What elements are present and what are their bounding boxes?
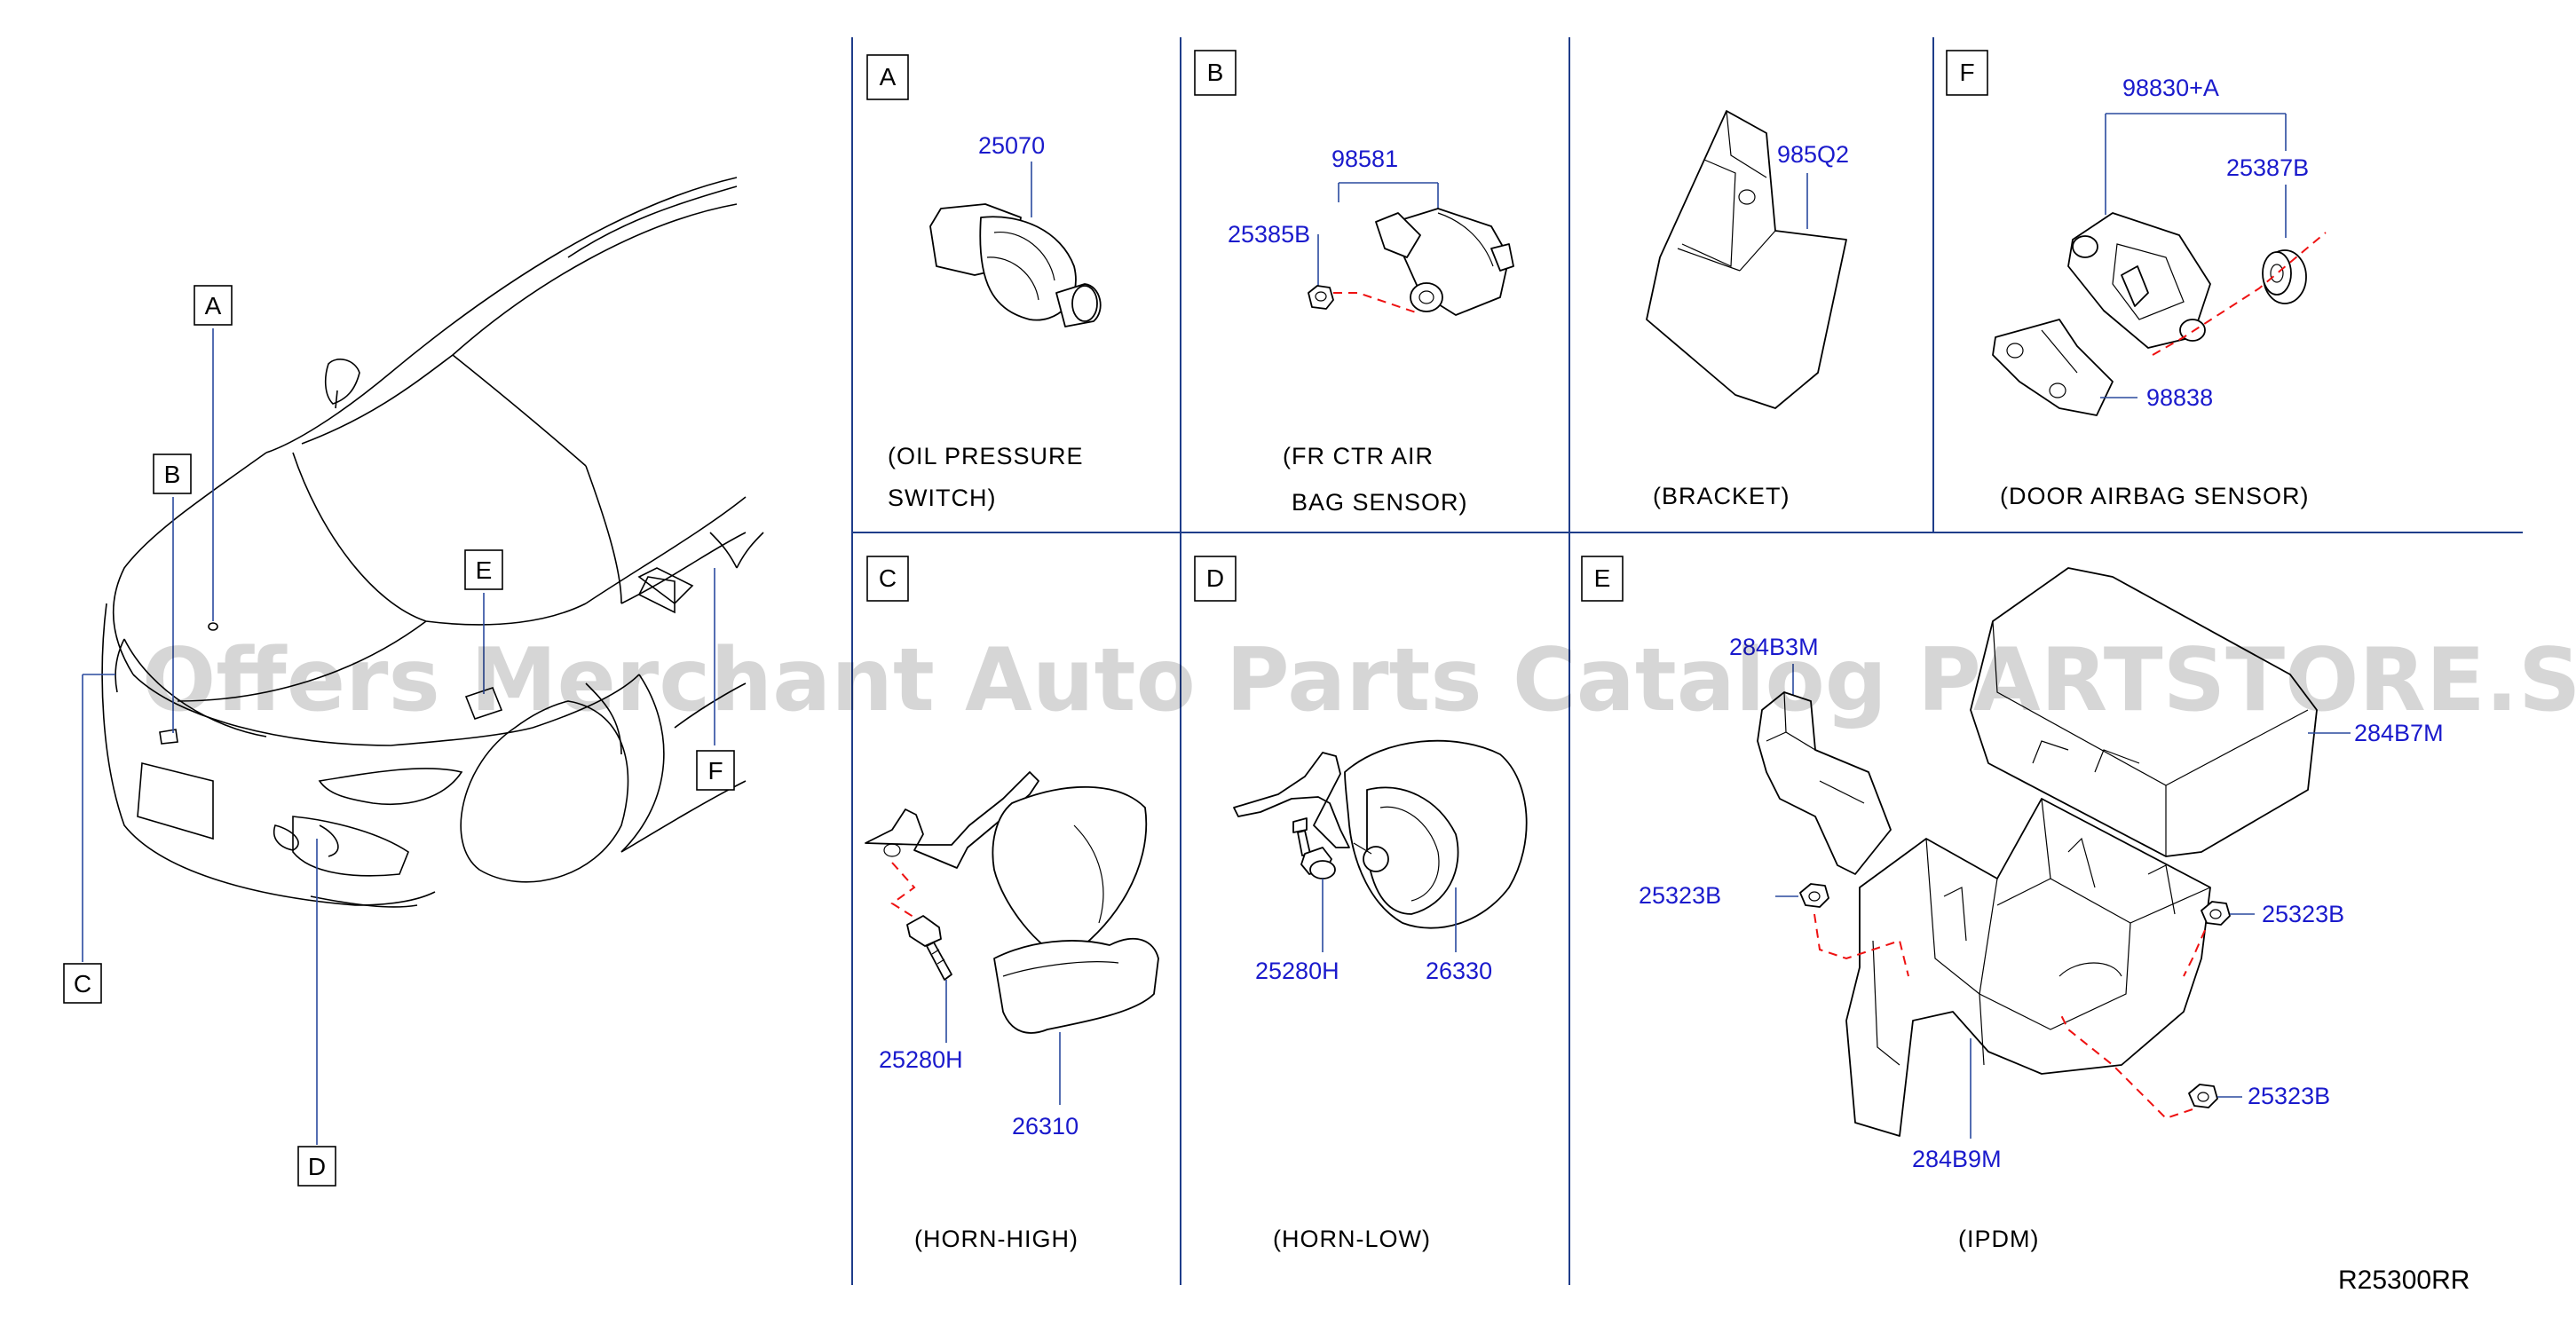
svg-text:(HORN-LOW): (HORN-LOW): [1273, 1226, 1431, 1252]
callout-box-e: E: [464, 549, 503, 590]
part-number-25070: 25070: [978, 132, 1045, 159]
panel-bracket: 985Q2 (BRACKET): [1646, 110, 1849, 509]
svg-text:F: F: [1959, 59, 1974, 86]
bolt-25280h-high-drawing: [906, 915, 952, 981]
svg-text:(IPDM): (IPDM): [1958, 1226, 2039, 1252]
svg-text:(HORN-HIGH): (HORN-HIGH): [914, 1226, 1079, 1252]
panel-key-a: [866, 54, 909, 100]
svg-text:C: C: [879, 564, 897, 592]
spacer-25387b-drawing: [2262, 249, 2307, 304]
ipdm-cover-drawing: [1970, 567, 2318, 857]
car-callout-lines: [82, 328, 715, 1145]
panel-key-e: [1581, 556, 1624, 602]
nut-right-drawing: [2201, 901, 2231, 926]
horn-high-drawing: [865, 771, 1159, 1034]
svg-text:D: D: [308, 1153, 326, 1180]
panel-grid: [851, 37, 2523, 1285]
panel-b: B 98581 25385B (FR CTR AIR BAG SENSOR): [1194, 50, 1514, 516]
panel-key-c: [866, 556, 909, 602]
part-number-25387b: 25387B: [2226, 154, 2309, 181]
bracket-drawing: [1646, 110, 1847, 409]
bolt-25280h-low-drawing: [1292, 817, 1336, 879]
oil-pressure-switch-drawing: [929, 203, 1102, 327]
svg-text:SWITCH): SWITCH): [888, 485, 996, 511]
svg-text:E: E: [1594, 564, 1611, 592]
part-number-98838: 98838: [2146, 384, 2213, 411]
part-number-25323b-right: 25323B: [2262, 901, 2344, 927]
panel-d: D 25280H 26330 (HORN-LOW): [1194, 556, 1528, 1252]
nut-bottom-drawing: [2188, 1084, 2218, 1108]
part-number-25323b-left: 25323B: [1639, 882, 1721, 909]
part-number-26330: 26330: [1426, 958, 1492, 984]
reference-code: R25300RR: [2338, 1266, 2469, 1295]
part-number-25280h-low: 25280H: [1255, 958, 1339, 984]
part-number-25385b: 25385B: [1228, 221, 1310, 248]
svg-text:D: D: [1206, 564, 1224, 592]
panel-c: C 25280H 26310 (HORN-HIGH): [865, 556, 1159, 1252]
svg-text:A: A: [880, 63, 897, 91]
part-number-284b3m: 284B3M: [1729, 634, 1819, 660]
part-number-985q2: 985Q2: [1777, 141, 1849, 168]
panel-key-b: [1194, 50, 1237, 96]
svg-text:(BRACKET): (BRACKET): [1653, 483, 1790, 509]
watermark: Offers Merchant Auto Parts Catalog PARTS…: [142, 630, 2576, 731]
ipdm-bracket-drawing: [1757, 691, 1892, 875]
callout-box-a: A: [194, 285, 233, 326]
part-number-284b7m: 284B7M: [2354, 720, 2444, 746]
part-number-26310: 26310: [1012, 1113, 1079, 1140]
svg-text:B: B: [1207, 59, 1224, 86]
svg-text:(OIL PRESSURE: (OIL PRESSURE: [888, 443, 1084, 469]
svg-text:F: F: [707, 757, 723, 785]
svg-text:B: B: [164, 461, 181, 488]
panel-a: A 25070 (OIL PRESSURE SWITCH): [866, 54, 1102, 511]
callout-box-f: F: [696, 750, 735, 791]
nut-left-drawing: [1799, 883, 1829, 908]
panel-f: F 98830+A 25387B 98838 (DOOR AIRBAG SENS: [1946, 50, 2327, 509]
door-airbag-sensor-drawing: [2067, 212, 2211, 349]
panel-key-d: [1194, 556, 1237, 602]
callout-box-b: B: [153, 453, 192, 494]
callout-box-c: C: [63, 963, 102, 1004]
panel-e: E 284B3M 284B7M: [1581, 556, 2444, 1252]
part-number-284b9m: 284B9M: [1912, 1146, 2002, 1172]
svg-text:E: E: [476, 556, 493, 584]
part-number-25323b-bottom: 25323B: [2248, 1083, 2330, 1109]
svg-text:A: A: [205, 292, 222, 319]
panel-key-f: [1946, 50, 1988, 96]
bolt-25385b-drawing: [1308, 285, 1334, 310]
part-number-98581: 98581: [1331, 146, 1398, 172]
svg-text:(DOOR AIRBAG SENSOR): (DOOR AIRBAG SENSOR): [2000, 483, 2310, 509]
air-bag-sensor-drawing: [1375, 208, 1514, 316]
svg-text:BAG SENSOR): BAG SENSOR): [1292, 489, 1468, 516]
svg-text:(FR CTR AIR: (FR CTR AIR: [1283, 443, 1434, 469]
svg-text:C: C: [74, 970, 91, 998]
sensor-bracket-98838-drawing: [1992, 319, 2114, 416]
car-illustration: [101, 177, 764, 908]
part-number-98830a: 98830+A: [2122, 75, 2219, 101]
horn-low-drawing: [1233, 739, 1528, 929]
ipdm-box-drawing: [1845, 798, 2211, 1137]
part-number-25280h-high: 25280H: [879, 1046, 963, 1073]
callout-box-d: D: [297, 1146, 336, 1187]
